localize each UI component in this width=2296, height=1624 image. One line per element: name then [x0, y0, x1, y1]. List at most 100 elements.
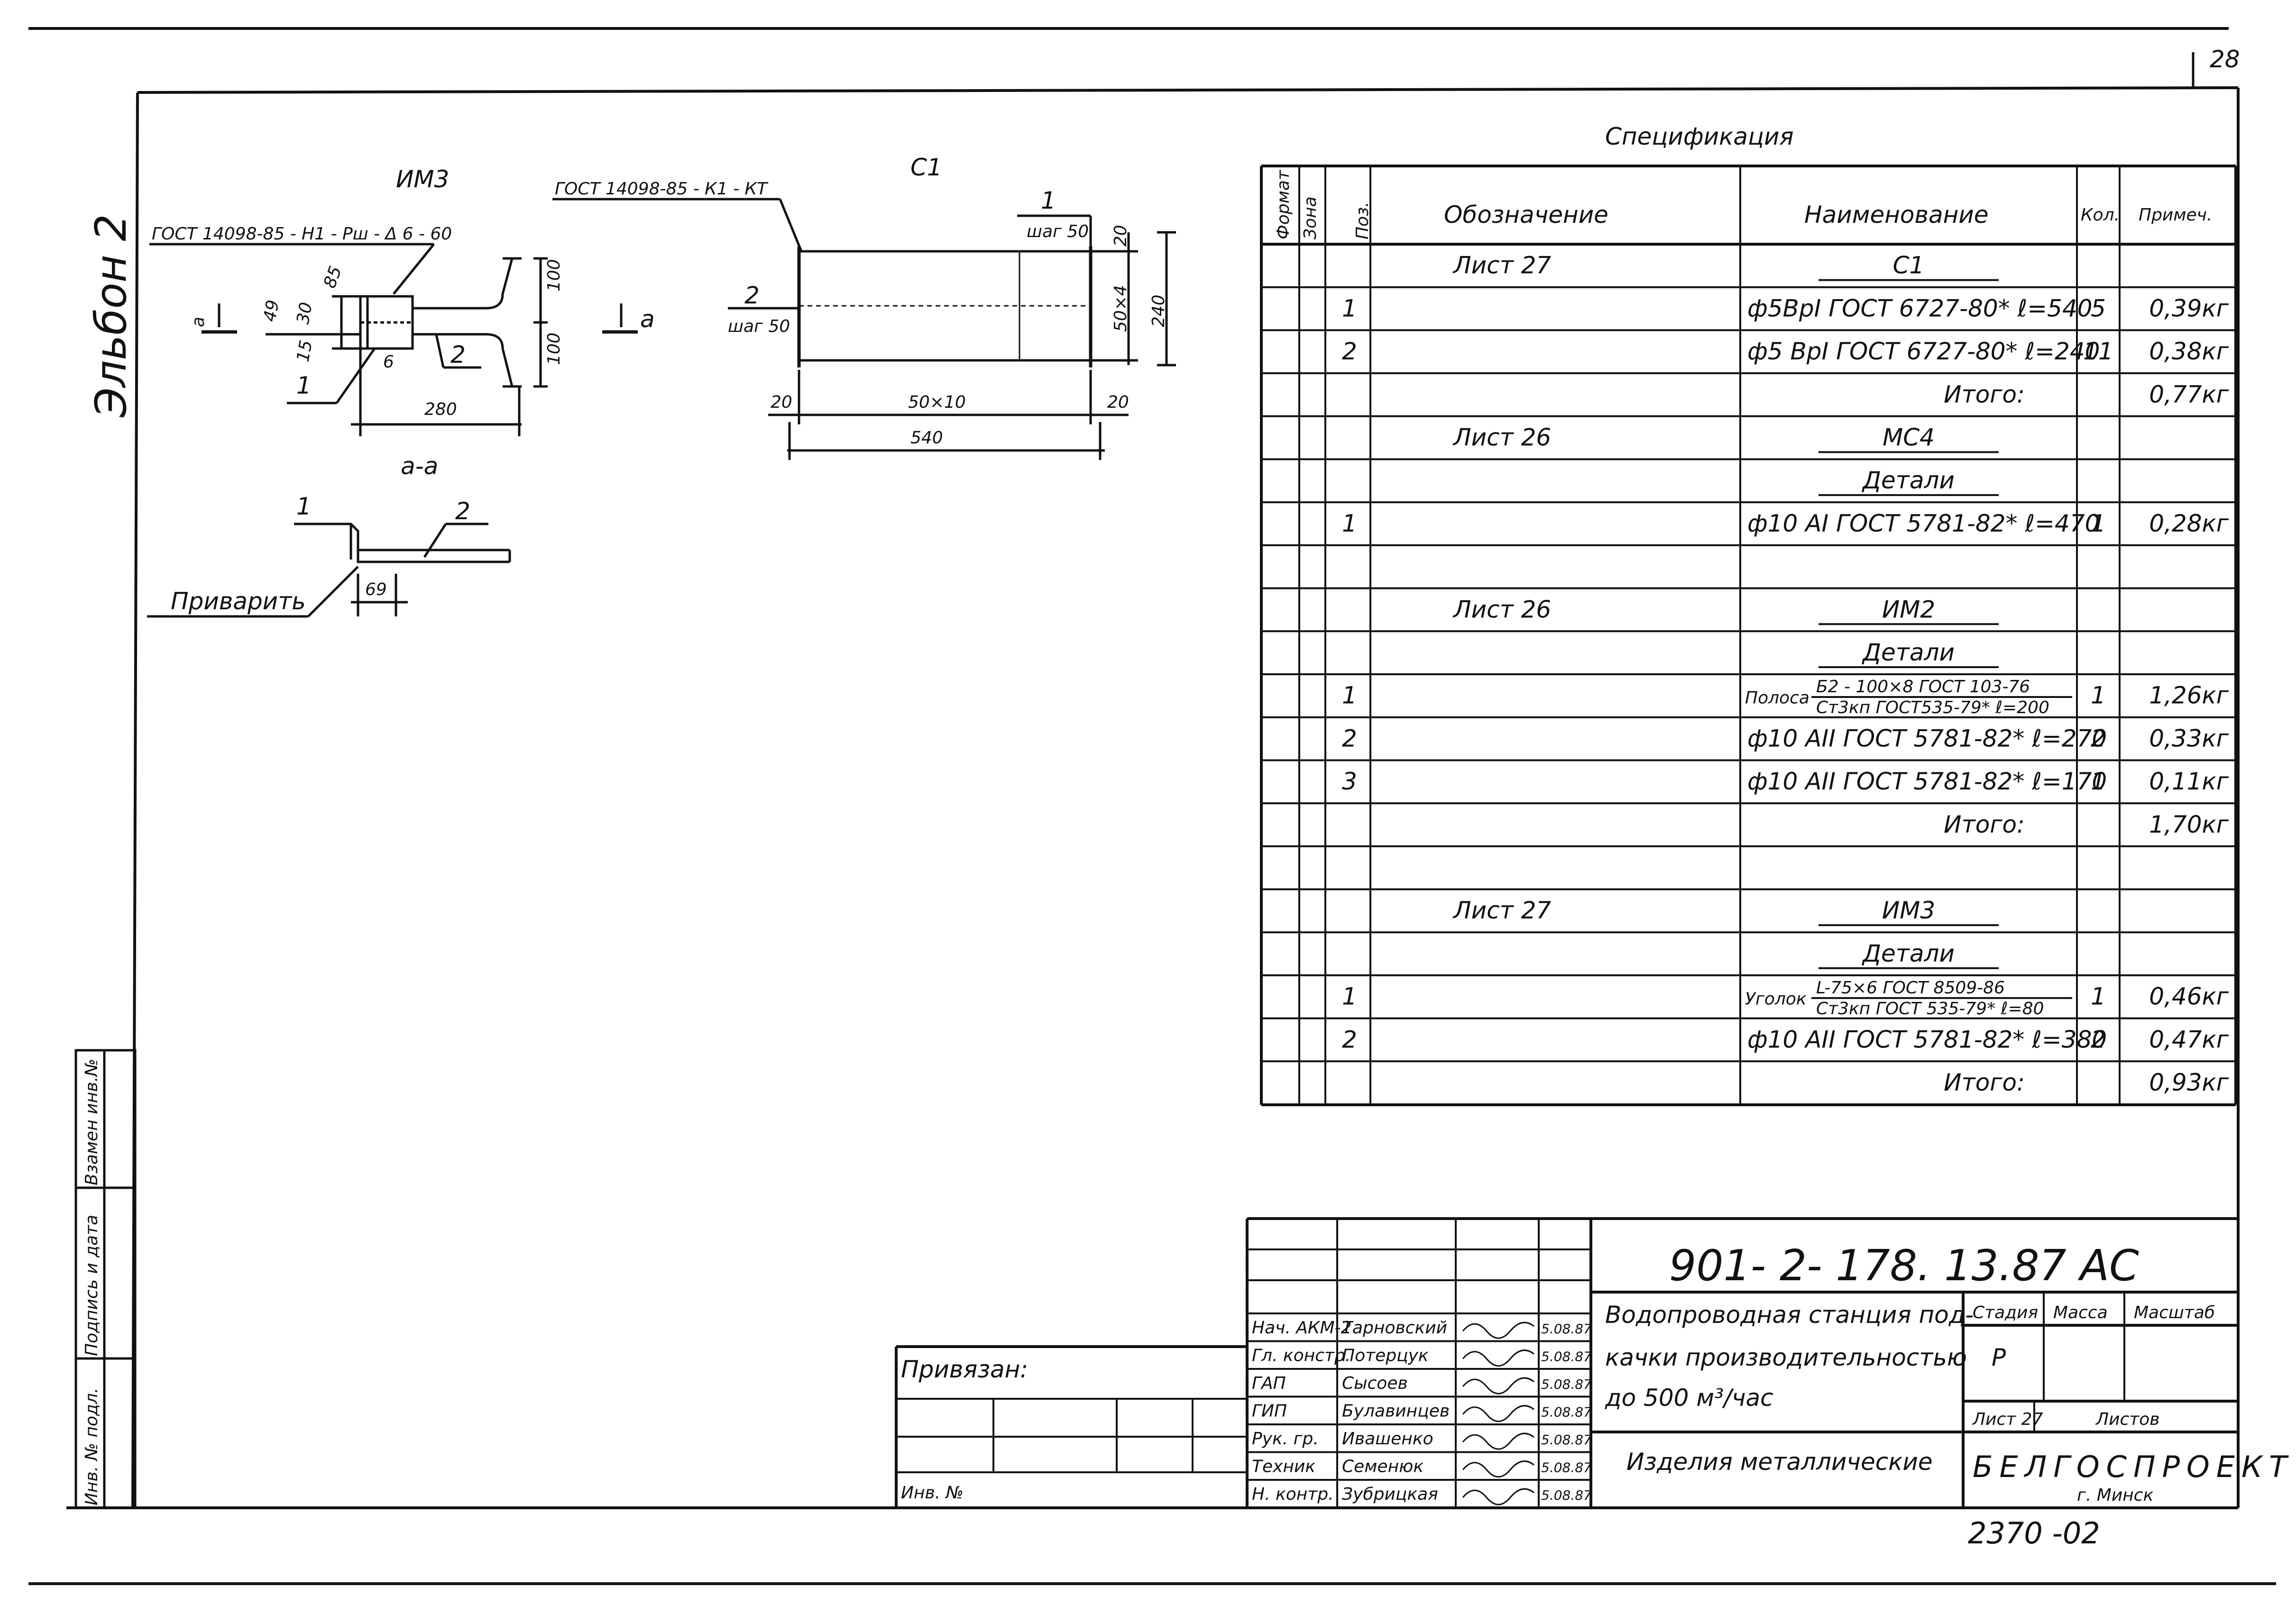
spec-designation: Лист 27	[1452, 897, 1551, 924]
spec-note: 0,93кг	[2149, 1069, 2229, 1096]
title-code: 901- 2- 178. 13.87 АС	[1669, 1241, 2139, 1291]
spec-qty: 11	[2083, 338, 2113, 365]
signer-date: 5.08.87	[1541, 1460, 1592, 1476]
spec-qty: 5	[2091, 294, 2106, 322]
spec-header-name: Наименование	[1804, 201, 1989, 229]
section-aa-weld-label: Приварить	[171, 587, 306, 615]
c1-dim-middle: 50×10	[908, 393, 966, 412]
signer-name: Ивашенко	[1342, 1429, 1433, 1449]
im3-dim-15: 15	[293, 339, 316, 363]
spec-pos: 1	[1342, 983, 1357, 1010]
im3-bar-lower	[413, 333, 514, 387]
signer-role: Рук. гр.	[1252, 1429, 1319, 1449]
spec-name: ф10 АI ГОСТ 5781-82* ℓ=470	[1747, 510, 2100, 537]
spec-name-heading: Детали	[1862, 467, 1955, 494]
spec-qty: 2	[2091, 1026, 2106, 1053]
signer-role: Нач. АКМ-2	[1252, 1318, 1351, 1338]
signer-name: Тарновский	[1342, 1318, 1447, 1338]
spec-name-bottom: Ст3кп ГОСТ535-79* ℓ=200	[1816, 698, 2049, 717]
signer-role: Н. контр.	[1252, 1485, 1334, 1504]
spec-row: Итого:1,70кг	[1944, 811, 2229, 838]
im3-gost-label: ГОСТ 14098-85 - Н1 - Рш - Δ 6 - 60	[152, 224, 452, 244]
signer-name: Потерцук	[1342, 1346, 1429, 1366]
section-aa-pos-2: 2	[455, 497, 470, 525]
left-stamp: Инв. № подл. Подпись и дата Взамен инв.№	[74, 1049, 137, 1509]
spec-designation: Лист 27	[1452, 252, 1551, 279]
subject: Изделия металлические	[1626, 1448, 1933, 1476]
signer-row: Рук. гр. Ивашенко 5.08.87	[1252, 1429, 1592, 1450]
spec-designation: Лист 26	[1452, 596, 1551, 623]
spec-name-fraction: Уголок	[1745, 990, 1807, 1009]
spec-name: ф5ВрI ГОСТ 6727-80* ℓ=540	[1747, 294, 2093, 322]
spec-header-zone: Зона	[1301, 196, 1320, 239]
spec-name: ф5 ВрI ГОСТ 6727-80* ℓ=240	[1747, 338, 2100, 365]
signer-name: Зубрицкая	[1342, 1485, 1438, 1504]
privyazan-label: Привязан:	[901, 1356, 1028, 1383]
signer-role: ГИП	[1252, 1402, 1287, 1421]
signer-name: Сысоев	[1342, 1374, 1408, 1393]
im3-bar-upper	[413, 258, 514, 310]
signature-mark	[1462, 1432, 1534, 1450]
side-label: Эльбон 2	[86, 214, 136, 418]
c1-dim-left20: 20	[771, 393, 792, 412]
im3-pos-1: 1	[296, 372, 312, 399]
spec-qty: 1	[2091, 768, 2106, 795]
signer-name: Семенюк	[1342, 1457, 1424, 1477]
spec-row: Лист 27 ИМ3	[1452, 897, 1999, 927]
spec-name-top: Б2 - 100×8 ГОСТ 103-76	[1816, 677, 2030, 697]
spec-designation: Лист 26	[1452, 423, 1551, 451]
spec-header-format: Формат	[1274, 170, 1293, 239]
spec-note: 0,38кг	[2149, 338, 2229, 365]
spec-name-fraction: Полоса	[1745, 688, 1809, 708]
spec-note: 1,26кг	[2149, 682, 2229, 709]
signer-date: 5.08.87	[1541, 1432, 1592, 1448]
c1-dim-length: 540	[910, 428, 943, 448]
c1-title: С1	[910, 154, 942, 181]
spec-header-qty: Кол.	[2081, 205, 2120, 225]
spec-name-total: Итого:	[1944, 1069, 2025, 1096]
c1-step-1: шаг 50	[1027, 222, 1089, 241]
project-line-2: качки производительностью	[1605, 1344, 1967, 1371]
spec-note: 0,46кг	[2149, 983, 2229, 1010]
spec-name-top: L-75×6 ГОСТ 8509-86	[1816, 978, 2005, 998]
spec-qty: 1	[2091, 682, 2106, 709]
signer-date: 5.08.87	[1541, 1321, 1592, 1337]
stamp-replace-inv: Взамен инв.№	[82, 1059, 101, 1185]
city: г. Минск	[2077, 1486, 2154, 1505]
spec-pos: 2	[1342, 1026, 1357, 1053]
im3-section-mark-left: а	[189, 317, 208, 327]
drawing-im3: ИМ3 ГОСТ 14098-85 - Н1 - Рш - Δ 6 - 60 1…	[149, 165, 655, 436]
spec-name: ф10 АII ГОСТ 5781-82* ℓ=380	[1747, 1026, 2107, 1053]
im3-dim-100a: 100	[544, 259, 564, 292]
signature-mark	[1462, 1349, 1534, 1367]
section-aa: а-а 1 2 Приварить 69	[147, 452, 511, 618]
c1-dim-total: 240	[1149, 294, 1168, 327]
spec-pos: 2	[1342, 338, 1357, 365]
section-aa-angle	[294, 523, 510, 563]
section-aa-pos-1: 1	[296, 493, 312, 520]
im3-dim-30: 30	[293, 301, 316, 325]
sheets-label: Листов	[2095, 1410, 2159, 1429]
sheet-number: 28	[2210, 46, 2240, 73]
stamp-sign-date: Подпись и дата	[82, 1215, 101, 1356]
spec-note: 0,11кг	[2149, 768, 2229, 795]
inv-label: Инв. №	[901, 1483, 964, 1503]
spec-row: Итого:0,77кг	[1944, 381, 2229, 408]
section-aa-dim-69: 69	[365, 580, 387, 599]
spec-row: Детали	[1818, 940, 1999, 969]
spec-name-heading: Детали	[1862, 940, 1955, 967]
signer-date: 5.08.87	[1541, 1376, 1592, 1392]
signer-name: Булавинцев	[1342, 1402, 1450, 1421]
stamp-inv: Инв. № подл.	[82, 1388, 101, 1505]
spec-name-heading: ИМ3	[1882, 897, 1935, 924]
signer-role: Техник	[1252, 1457, 1315, 1477]
mass-label: Масса	[2053, 1303, 2108, 1322]
spec-header-pos: Поз.	[1353, 202, 1372, 239]
im3-dim-100b: 100	[544, 332, 564, 365]
c1-dim-right20: 20	[1107, 393, 1129, 412]
